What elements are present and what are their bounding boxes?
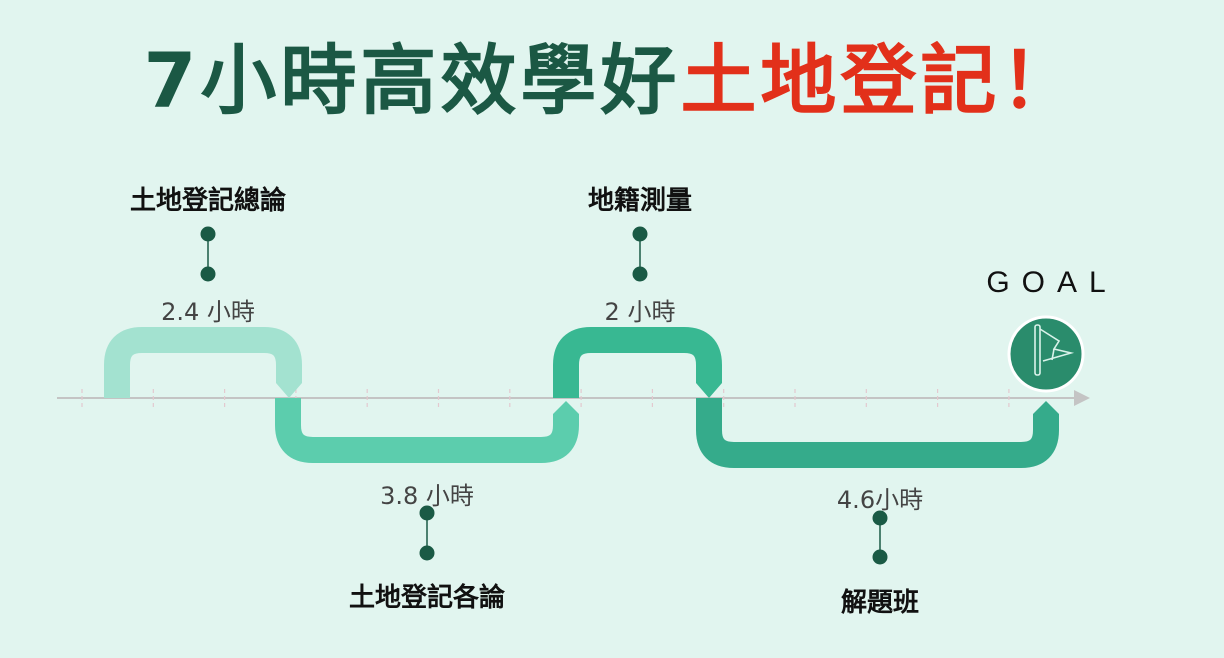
goal-badge: [1007, 315, 1085, 393]
title-part-1: 7小時高效學好: [143, 36, 681, 125]
stage-2-hours: 3.8 小時: [380, 482, 474, 510]
goal-label: GOAL: [986, 266, 1118, 299]
stage-1-hours: 2.4 小時: [161, 298, 255, 326]
title-part-2: 土地登記！: [680, 36, 1081, 125]
stage-4-topic: 解題班: [840, 588, 920, 618]
connectors: [200, 226, 888, 565]
stage-2-topic: 土地登記各論: [348, 583, 506, 613]
page-title: 7小時高效學好土地登記！: [0, 36, 1224, 126]
axis-arrow-icon: [1074, 390, 1090, 406]
segment-1: [104, 327, 302, 398]
flag-icon: [1034, 324, 1075, 376]
segment-2: [275, 398, 579, 463]
stage-3-hours: 2 小時: [604, 298, 676, 326]
stage-3-topic: 地籍測量: [587, 186, 693, 216]
stage-4-hours: 4.6小時: [836, 486, 924, 514]
segment-3: [553, 327, 722, 398]
segment-4: [696, 398, 1059, 468]
stage-1-topic: 土地登記總論: [129, 186, 287, 216]
